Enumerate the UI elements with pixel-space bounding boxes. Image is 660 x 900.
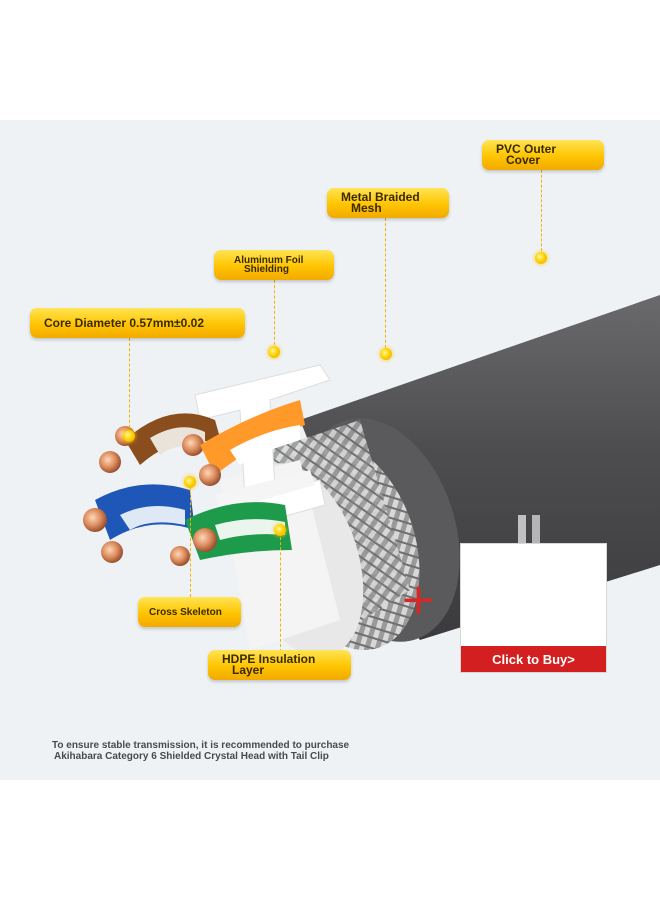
product-image-area: PVC Outer Cover Metal Braided Mesh Alumi… <box>0 120 660 780</box>
pair-green <box>170 502 292 566</box>
tag-braid-line1: Metal Braided <box>341 190 420 204</box>
note-line2: Akihabara Category 6 Shielded Crystal He… <box>54 751 329 762</box>
tag-braid-line2: Mesh <box>351 201 382 215</box>
marker-core <box>123 430 135 442</box>
tag-hdpe-insulation-layer: HDPE Insulation Layer <box>208 650 351 680</box>
recommendation-note: To ensure stable transmission, it is rec… <box>52 740 349 762</box>
tag-aluminum-foil-shielding: Aluminum Foil Shielding <box>214 250 334 280</box>
note-line1: To ensure stable transmission, it is rec… <box>52 740 350 751</box>
tag-pvc-line1: PVC Outer <box>496 142 557 156</box>
leader-cross <box>190 482 191 597</box>
marker-pvc <box>535 252 547 264</box>
tag-core-text: Core Diameter 0.57mm±0.02 <box>44 315 205 330</box>
leader-braid <box>385 218 386 353</box>
pair-blue <box>83 484 195 563</box>
tag-pvc-outer-cover: PVC Outer Cover <box>482 140 604 170</box>
marker-braid <box>380 348 392 360</box>
marker-foil <box>268 346 280 358</box>
leader-core <box>129 338 130 433</box>
tag-hdpe-line1: HDPE Insulation <box>222 652 316 666</box>
marker-hdpe <box>274 524 286 536</box>
tag-cross-skeleton: Cross Skeleton <box>138 597 241 627</box>
connector-promo-card[interactable]: Click to Buy> <box>460 543 607 673</box>
tag-cross-text: Cross Skeleton <box>149 606 222 618</box>
leader-foil <box>274 280 275 350</box>
marker-cross <box>184 476 196 488</box>
pair-orange <box>199 400 305 486</box>
tag-foil-line2: Shielding <box>244 264 289 275</box>
leader-hdpe <box>280 532 281 652</box>
tag-metal-braided-mesh: Metal Braided Mesh <box>327 188 449 218</box>
tag-pvc-line2: Cover <box>506 153 541 167</box>
tag-hdpe-line2: Layer <box>232 663 265 677</box>
plus-icon: + <box>400 574 437 625</box>
leader-pvc <box>541 170 542 256</box>
click-to-buy-button[interactable]: Click to Buy> <box>461 646 606 672</box>
tag-core-diameter: Core Diameter 0.57mm±0.02 <box>30 308 245 338</box>
cable-illustration <box>83 295 660 657</box>
tag-foil-line1: Aluminum Foil <box>234 255 304 266</box>
